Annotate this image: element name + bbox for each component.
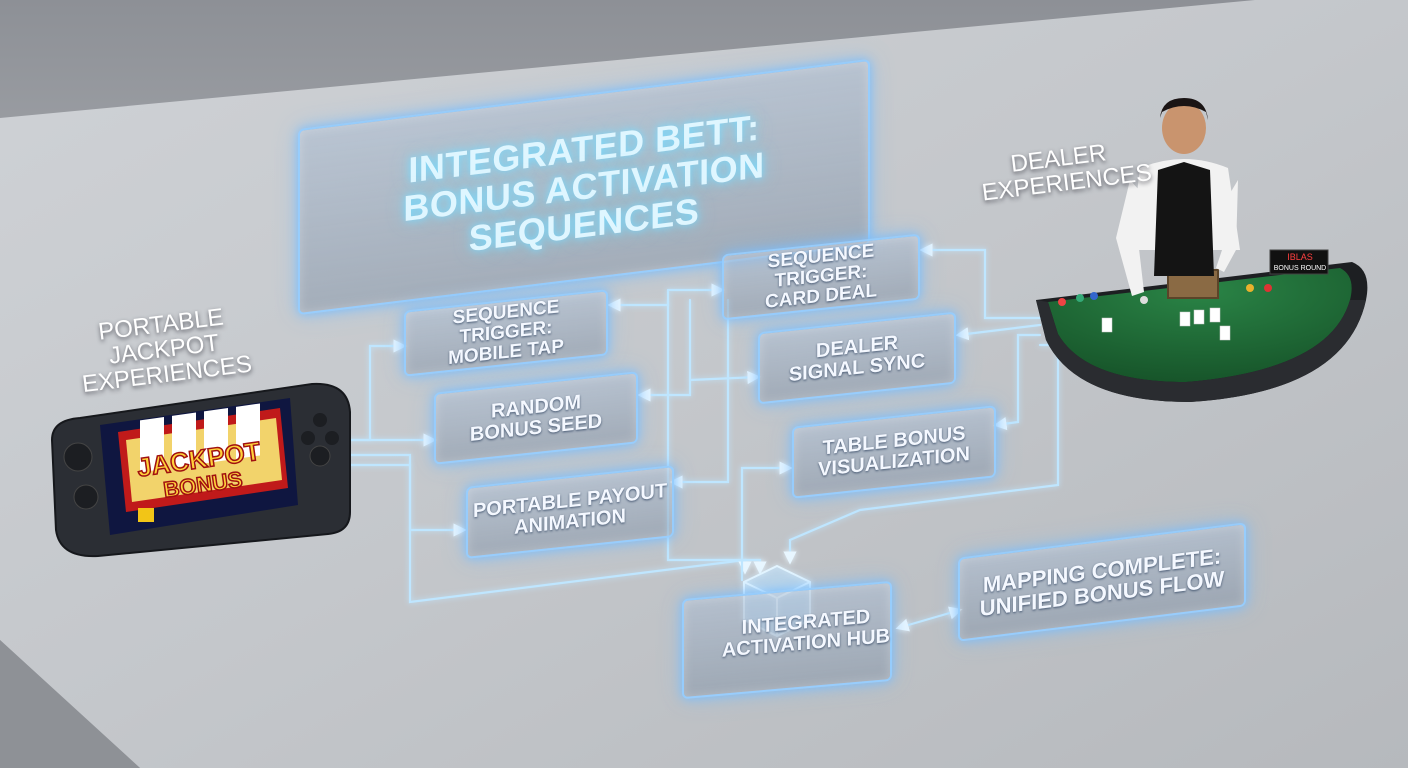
dealer-sync-line2: SIGNAL SYNC bbox=[789, 351, 925, 386]
node-integrated-activation-hub: INTEGRATED ACTIVATION HUB bbox=[682, 581, 892, 699]
random-seed-line2: BONUS SEED bbox=[470, 411, 602, 446]
hub-line1-wrap: INTEGRATED ACTIVATION HUB bbox=[722, 605, 890, 662]
table-sign-line1: IBLAS bbox=[1287, 252, 1313, 262]
table-sign-line2: BONUS ROUND bbox=[1274, 265, 1327, 272]
